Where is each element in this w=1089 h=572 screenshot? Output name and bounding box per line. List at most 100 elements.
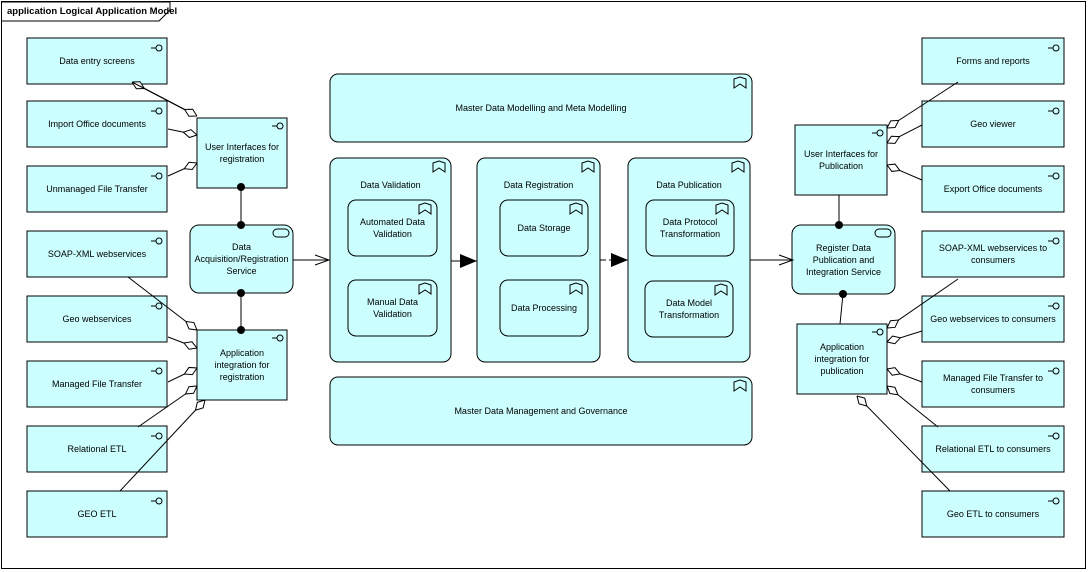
source-box[interactable] xyxy=(26,37,168,85)
target-box-shape[interactable] xyxy=(921,490,1065,538)
source-box[interactable] xyxy=(26,165,168,213)
target-box[interactable] xyxy=(921,230,1065,278)
function-model-transformation[interactable] xyxy=(644,280,734,338)
connector xyxy=(137,386,197,428)
source-box[interactable] xyxy=(26,230,168,278)
target-box[interactable] xyxy=(921,100,1065,148)
function-data-storage[interactable] xyxy=(499,199,589,257)
target-box[interactable] xyxy=(921,425,1065,473)
source-box[interactable] xyxy=(26,360,168,408)
function-data-publication-label: Data Publication xyxy=(656,180,722,190)
target-box[interactable] xyxy=(921,37,1065,85)
source-box-shape[interactable] xyxy=(26,100,168,148)
target-box-shape[interactable] xyxy=(921,360,1065,408)
registration-ui-interface[interactable] xyxy=(196,117,288,189)
target-box-label: Geo ETL to consumers xyxy=(946,509,1040,519)
source-box-shape[interactable] xyxy=(26,360,168,408)
diagram-title-tab xyxy=(2,2,171,22)
target-box-shape[interactable] xyxy=(921,295,1065,343)
function-model-transformation-shape[interactable] xyxy=(644,280,734,338)
target-box-shape[interactable] xyxy=(921,165,1065,213)
junction-layer xyxy=(237,183,847,334)
target-box-shape[interactable] xyxy=(921,230,1065,278)
publication-integration-interface[interactable] xyxy=(796,323,888,395)
connector xyxy=(887,330,923,342)
service-icon xyxy=(272,228,290,238)
source-box-label: Data entry screens xyxy=(59,56,135,66)
function-icon xyxy=(418,282,432,295)
function-icon xyxy=(418,202,432,215)
service-icon xyxy=(874,228,892,238)
target-box-shape[interactable] xyxy=(921,100,1065,148)
source-box[interactable] xyxy=(26,490,168,538)
target-box[interactable] xyxy=(921,490,1065,538)
function-protocol-transformation[interactable] xyxy=(645,199,735,257)
function-data-storage-shape[interactable] xyxy=(499,199,589,257)
connector xyxy=(167,336,197,348)
source-box-shape[interactable] xyxy=(26,230,168,278)
registration-integration-interface-shape[interactable] xyxy=(196,329,288,401)
function-automated-validation-label: Automated Data Validation xyxy=(359,217,426,239)
target-box-shape[interactable] xyxy=(921,37,1065,85)
target-box[interactable] xyxy=(921,165,1065,213)
connector xyxy=(887,81,959,128)
junction-dot xyxy=(237,221,245,229)
function-master-data-management-shape[interactable] xyxy=(329,376,753,446)
target-box-label: Forms and reports xyxy=(956,56,1030,66)
function-icon xyxy=(714,283,728,296)
function-data-validation-label: Data Validation xyxy=(360,180,421,190)
target-box-label: Export Office documents xyxy=(943,184,1043,194)
publication-integration-interface-label: Application integration for publication xyxy=(814,342,870,376)
function-protocol-transformation-shape[interactable] xyxy=(645,199,735,257)
registration-ui-interface-shape[interactable] xyxy=(196,117,288,189)
target-box[interactable] xyxy=(921,360,1065,408)
connector xyxy=(887,165,923,181)
function-model-transformation-label: Data Model Transformation xyxy=(658,298,720,320)
function-automated-validation[interactable] xyxy=(347,199,438,257)
function-master-data-modelling[interactable] xyxy=(329,73,753,143)
source-box-shape[interactable] xyxy=(26,295,168,343)
registration-integration-interface[interactable] xyxy=(196,329,288,401)
junction-dot xyxy=(839,290,847,298)
registration-ui-interface-label: User Interfaces for registration xyxy=(204,142,280,164)
publication-ui-interface-shape[interactable] xyxy=(794,124,888,196)
source-box-label: Import Office documents xyxy=(48,119,146,129)
publication-integration-interface-shape[interactable] xyxy=(796,323,888,395)
connector xyxy=(167,163,197,177)
source-box-shape[interactable] xyxy=(26,425,168,473)
function-master-data-modelling-shape[interactable] xyxy=(329,73,753,143)
source-box-label: GEO ETL xyxy=(77,509,117,519)
function-protocol-transformation-label: Data Protocol Transformation xyxy=(659,217,721,239)
publication-ui-interface-label: User Interfaces for Publication xyxy=(803,149,879,171)
function-manual-validation[interactable] xyxy=(347,279,438,337)
source-box-shape[interactable] xyxy=(26,37,168,85)
function-icon xyxy=(581,160,595,173)
interface-icon xyxy=(876,328,884,336)
connector-layer xyxy=(119,81,959,492)
source-box-shape[interactable] xyxy=(26,165,168,213)
function-manual-validation-shape[interactable] xyxy=(347,279,438,337)
source-box[interactable] xyxy=(26,425,168,473)
target-box-label: Geo webservices to consumers xyxy=(930,314,1056,324)
function-data-processing[interactable] xyxy=(499,279,589,337)
publication-ui-interface[interactable] xyxy=(794,124,888,196)
source-box[interactable] xyxy=(26,100,168,148)
function-icon xyxy=(733,379,747,392)
function-master-data-management[interactable] xyxy=(329,376,753,446)
connector xyxy=(127,276,197,330)
connector xyxy=(131,81,197,116)
function-data-processing-shape[interactable] xyxy=(499,279,589,337)
target-box-label: Relational ETL to consumers xyxy=(935,444,1051,454)
source-box-label: Relational ETL xyxy=(67,444,127,454)
source-box-shape[interactable] xyxy=(26,490,168,538)
junction-dot xyxy=(835,221,843,229)
function-data-storage-label: Data Storage xyxy=(517,223,571,233)
source-box[interactable] xyxy=(26,295,168,343)
function-master-data-management-label: Master Data Management and Governance xyxy=(454,406,628,416)
function-icon xyxy=(432,160,446,173)
connector xyxy=(887,278,959,328)
function-icon xyxy=(569,202,583,215)
target-box[interactable] xyxy=(921,295,1065,343)
function-automated-validation-shape[interactable] xyxy=(347,199,438,257)
target-box-shape[interactable] xyxy=(921,425,1065,473)
